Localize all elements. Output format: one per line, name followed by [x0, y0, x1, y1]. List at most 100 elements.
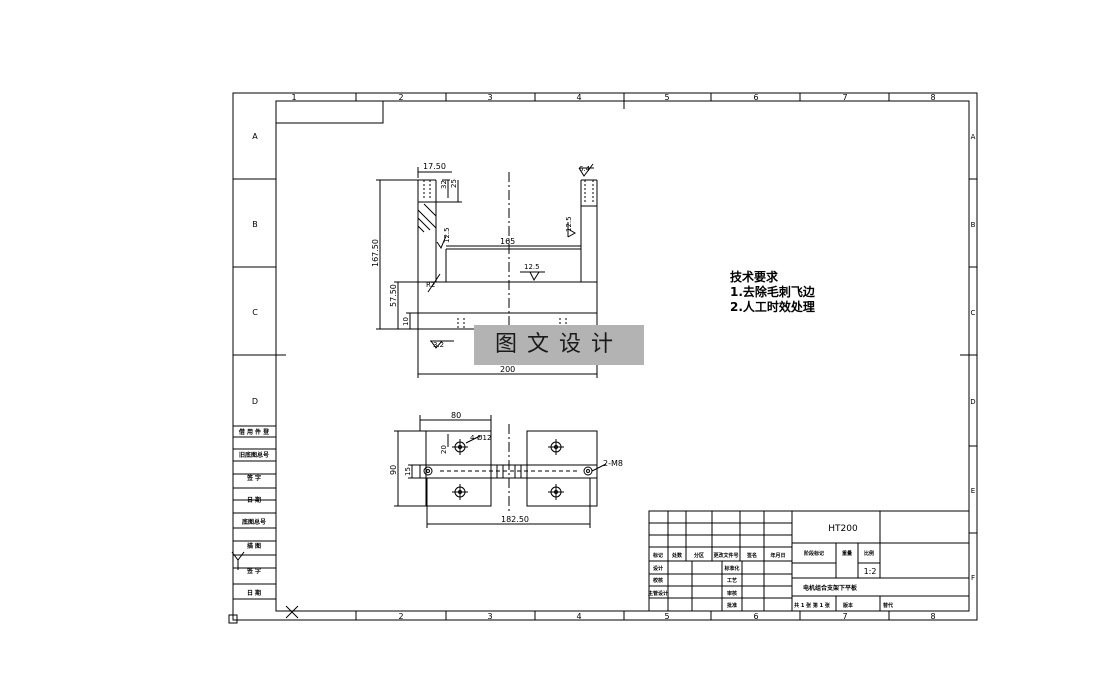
top-left-code-box [275, 100, 384, 124]
outer-frame [232, 92, 978, 621]
dim-hole-spec: 4-Ø12 [470, 434, 491, 442]
zone-label-right-b: B [971, 221, 976, 229]
zone-label-bottom-5: 5 [664, 612, 669, 621]
title-scale: 1:2 [864, 567, 877, 576]
stamp-label-3: 签 字 [246, 474, 261, 482]
title-part-name: 电机组合支架下平板 [803, 584, 858, 592]
stamp-label-6: 描 图 [247, 542, 261, 550]
stamp-label-1: 借 用 件 登 [238, 428, 270, 436]
stamp-label-8: 日 期 [247, 589, 261, 597]
title-hdr-change: 更改文件号 [713, 552, 738, 559]
title-row-approve: 批准 [727, 602, 737, 609]
tech-req-title: 技术要求 [730, 270, 779, 284]
left-zone-dividers [233, 178, 286, 600]
zone-label-right-a: A [971, 133, 976, 141]
zone-label-left-a: A [252, 132, 258, 141]
stamp-column-labels: 借 用 件 登 旧底图总号 签 字 日 期 底图总号 描 图 签 字 日 期 [238, 428, 270, 597]
right-zone-labels: A B C D E F [970, 133, 975, 582]
technical-requirements: 技术要求 1.去除毛刺飞边 2.人工时效处理 [730, 270, 815, 315]
dim-15: 15 [404, 467, 412, 476]
bottom-zone-labels: 2 3 4 5 6 7 8 [398, 612, 935, 621]
title-replace-label: 替代 [883, 602, 893, 609]
title-block-grid [648, 510, 970, 612]
dim-plan-width: 80 [451, 411, 461, 420]
title-sheet-info: 共 1 张 第 1 张 [794, 602, 831, 609]
title-hdr-date: 年月日 [770, 552, 785, 559]
zone-label-bottom-7: 7 [842, 612, 847, 621]
tech-req-item-2: 2.人工时效处理 [730, 300, 815, 314]
zone-label-bottom-4: 4 [576, 612, 581, 621]
roughness-12-5-right: 12.5 [565, 216, 573, 232]
title-hdr-zone: 分区 [694, 552, 704, 559]
title-material: HT200 [828, 524, 858, 534]
title-row-review: 审核 [727, 590, 737, 597]
title-scale-label: 比例 [864, 550, 874, 557]
dim-25: 25 [450, 179, 458, 188]
tech-req-item-1: 1.去除毛刺飞边 [730, 285, 815, 299]
dim-base-thickness: 10 [402, 317, 410, 326]
stamp-label-4: 日 期 [247, 496, 261, 504]
inner-frame [275, 100, 970, 612]
zone-label-right-c: C [971, 309, 976, 317]
left-y-mark [231, 551, 245, 561]
stamp-label-5: 底图总号 [242, 518, 266, 526]
zone-label-top-2: 2 [398, 93, 403, 102]
title-row-design: 设计 [653, 565, 663, 572]
zone-label-top-4: 4 [576, 93, 581, 102]
front-view-dimensions: 17.50 32 25 6.4 12.5 12.5 12.5 3.2 165 1… [371, 162, 591, 374]
title-hdr-count: 处数 [671, 552, 683, 559]
roughness-3-2: 3.2 [433, 341, 444, 349]
dim-height-total: 167.50 [371, 239, 380, 267]
title-row-check: 校核 [653, 577, 663, 584]
corner-box-mark [228, 614, 238, 624]
title-row-standard: 标准化 [723, 565, 739, 572]
title-hdr-mark: 标记 [652, 552, 663, 559]
zone-label-left-d: D [252, 397, 258, 406]
zone-label-bottom-8: 8 [930, 612, 935, 621]
zone-label-bottom-3: 3 [487, 612, 492, 621]
title-row-process: 工艺 [727, 577, 737, 584]
dim-32: 32 [440, 180, 448, 189]
dim-hole-span: 182.50 [501, 515, 529, 524]
dim-height-lower: 57.50 [389, 284, 398, 307]
dim-chamfer: R2 [426, 281, 435, 289]
zone-label-right-e: E [971, 487, 975, 495]
zone-label-top-1: 1 [291, 93, 296, 102]
title-row-chief: 主管设计 [648, 590, 668, 597]
roughness-12-5-left: 12.5 [443, 227, 451, 243]
zone-label-bottom-2: 2 [398, 612, 403, 621]
zone-label-top-3: 3 [487, 93, 492, 102]
title-block-text: HT200 1:2 电机组合支架下平板 标记 处数 分区 更改文件号 签名 年月… [648, 524, 893, 609]
title-hdr-sign: 签名 [746, 552, 757, 559]
stamp-label-2: 旧底图总号 [239, 451, 269, 459]
zone-label-right-d: D [970, 398, 975, 406]
plan-view-dimensions: 80 4-Ø12 90 20 15 2-M8 182.50 [389, 411, 623, 524]
watermark-banner: 图文设计 [474, 325, 644, 365]
stamp-label-7: 签 字 [246, 567, 261, 575]
title-weight-label: 重量 [842, 550, 852, 557]
bottom-zone-dividers [355, 611, 890, 620]
dim-20: 20 [440, 445, 448, 454]
plan-view [394, 415, 607, 528]
zone-label-right-f: F [971, 574, 975, 582]
zone-label-left-c: C [252, 308, 258, 317]
dim-inner-width: 165 [500, 237, 515, 246]
dim-plan-height: 90 [389, 465, 398, 475]
title-version-label: 版本 [843, 602, 854, 609]
top-zone-labels: 1 2 3 4 5 6 7 8 [291, 93, 935, 102]
dim-overall-width: 200 [500, 365, 515, 374]
zone-label-top-8: 8 [930, 93, 935, 102]
top-zone-dividers [355, 93, 890, 109]
zone-label-bottom-6: 6 [753, 612, 758, 621]
roughness-12-5-center: 12.5 [524, 263, 540, 271]
left-zone-labels: A B C D [252, 132, 258, 406]
dim-top-width: 17.50 [423, 162, 446, 171]
title-stage-label: 阶段标记 [804, 550, 824, 557]
dim-thread-spec: 2-M8 [603, 459, 623, 468]
zone-label-left-b: B [252, 220, 258, 229]
zone-label-top-6: 6 [753, 93, 758, 102]
zone-label-top-7: 7 [842, 93, 847, 102]
roughness-6-4: 6.4 [579, 165, 591, 173]
zone-label-top-5: 5 [664, 93, 669, 102]
